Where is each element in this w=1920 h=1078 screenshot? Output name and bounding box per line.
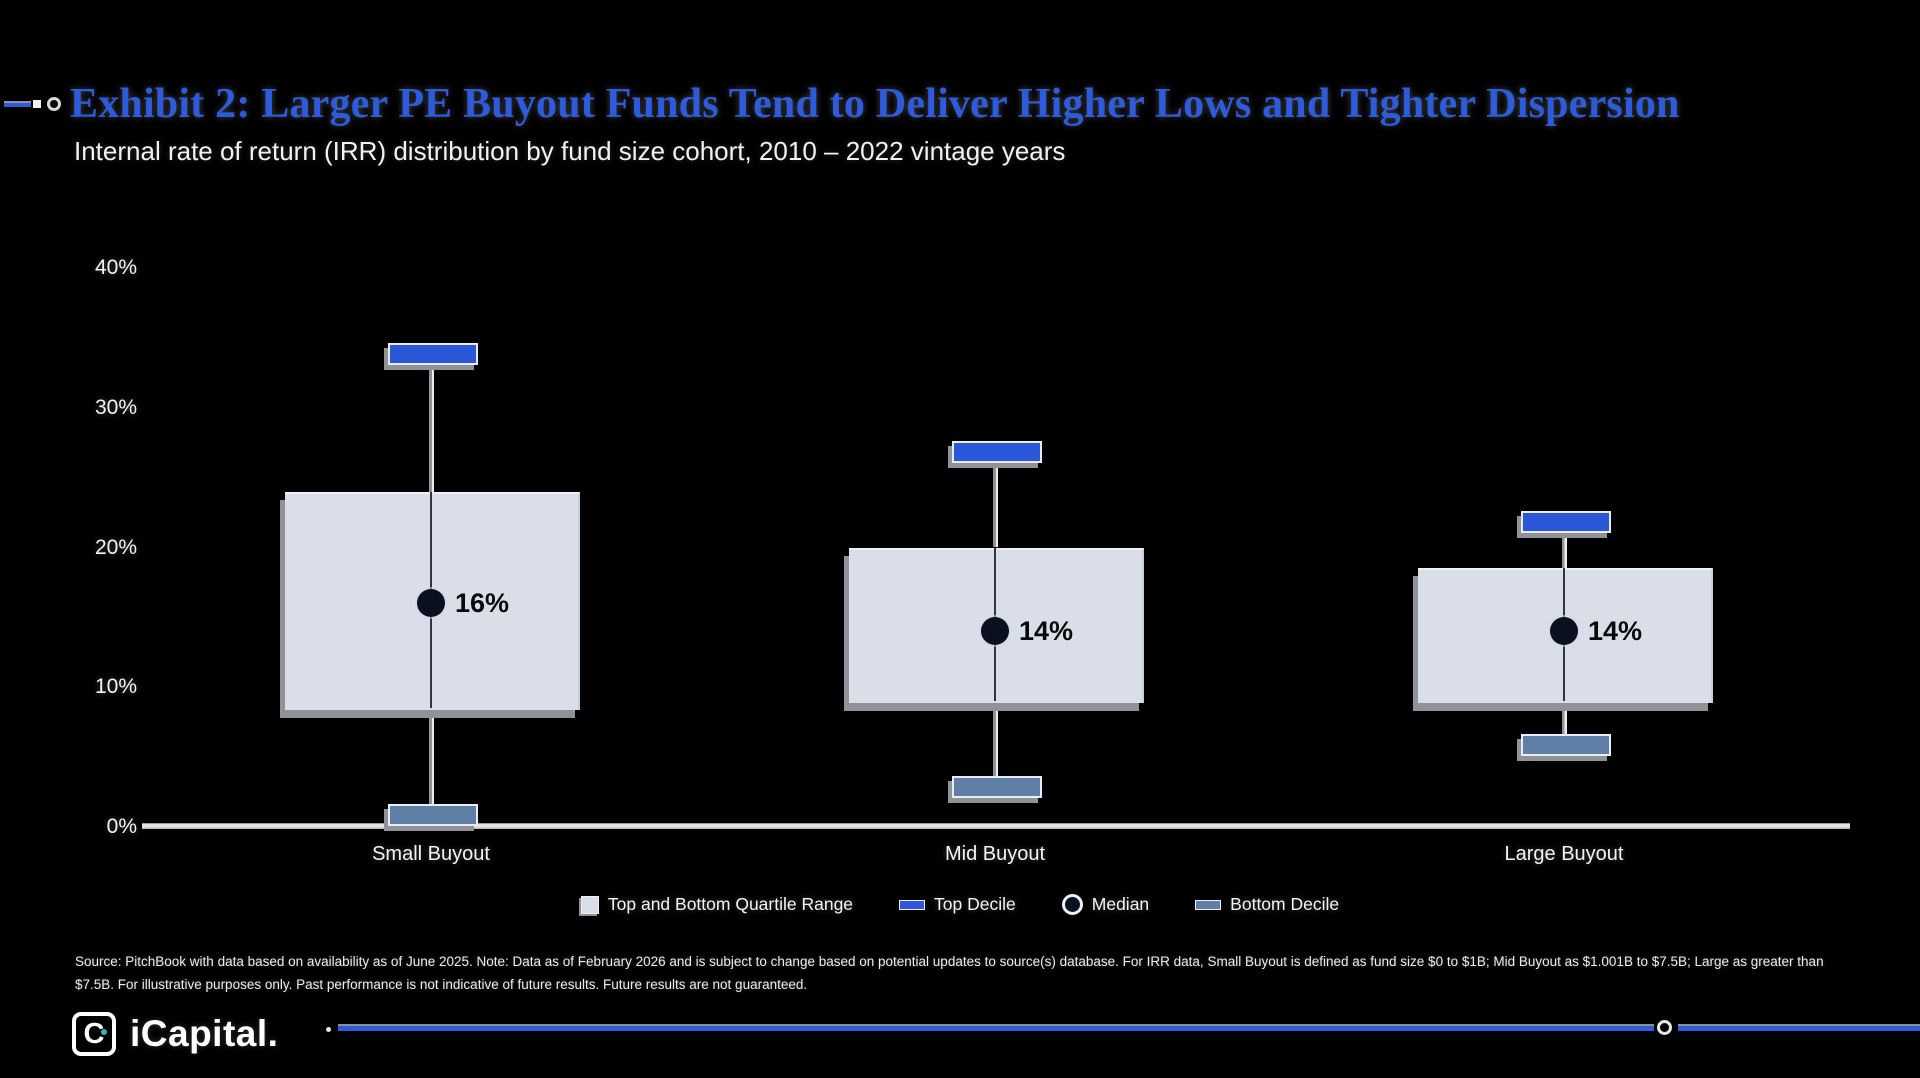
bottom-decile-bar xyxy=(952,776,1042,799)
header-decoration-square xyxy=(33,100,41,108)
y-axis-tick-label: 20% xyxy=(94,535,137,559)
top-decile-bar xyxy=(952,440,1042,463)
bottom-whisker xyxy=(428,708,434,814)
median-value-label: 14% xyxy=(1019,616,1074,647)
category-label: Small Buyout xyxy=(372,843,490,865)
category-label: Mid Buyout xyxy=(944,843,1046,865)
legend-label: Top and Bottom Quartile Range xyxy=(607,894,854,914)
top-whisker xyxy=(428,351,434,492)
top-whisker xyxy=(1561,519,1567,569)
median-dot xyxy=(1550,617,1578,646)
legend-item-quartile-range: Top and Bottom Quartile Range xyxy=(580,894,854,915)
exhibit-subtitle: Internal rate of return (IRR) distributi… xyxy=(74,136,1066,166)
quartile-range-swatch-icon xyxy=(580,895,599,914)
y-axis-tick-label: 10% xyxy=(94,675,137,699)
x-axis-line xyxy=(142,823,1850,829)
legend-label: Top Decile xyxy=(934,894,1016,914)
top-decile-swatch-icon xyxy=(899,899,926,910)
footer-decoration-line-right xyxy=(1678,1024,1920,1031)
top-decile-bar xyxy=(1521,510,1611,533)
logo-teal-dot-icon xyxy=(101,1029,107,1035)
bottom-whisker xyxy=(1561,701,1567,744)
legend-item-bottom-decile: Bottom Decile xyxy=(1195,894,1339,915)
top-decile-bar xyxy=(388,342,478,365)
logo-letter: C xyxy=(83,1017,105,1050)
y-axis-tick-label: 40% xyxy=(94,256,137,279)
chart-legend: Top and Bottom Quartile Range Top Decile… xyxy=(0,894,1920,915)
median-value-label: 14% xyxy=(1588,616,1643,647)
footer-decoration-ring xyxy=(1657,1020,1672,1035)
median-dot xyxy=(981,617,1009,646)
y-axis-tick-label: 0% xyxy=(106,815,137,838)
bottom-decile-bar xyxy=(388,804,478,827)
median-dot xyxy=(417,589,445,618)
legend-label: Median xyxy=(1091,894,1150,914)
header-decoration-line xyxy=(4,101,31,107)
source-note: Source: PitchBook with data based on ava… xyxy=(75,954,1824,992)
icapital-logo-icon: C xyxy=(72,1012,116,1056)
top-whisker xyxy=(992,449,998,548)
header-decoration-dot xyxy=(47,97,61,111)
footer-decoration-line-left xyxy=(338,1024,1654,1031)
footer-decoration-dot xyxy=(326,1027,331,1032)
y-axis-tick-label: 30% xyxy=(94,395,137,419)
bottom-whisker xyxy=(992,701,998,786)
icapital-logo-text: iCapital. xyxy=(130,1013,279,1054)
bottom-decile-bar xyxy=(1521,734,1611,757)
legend-item-top-decile: Top Decile xyxy=(899,894,1016,915)
bottom-decile-swatch-icon xyxy=(1195,899,1222,910)
median-swatch-icon xyxy=(1061,894,1083,915)
median-value-label: 16% xyxy=(455,588,510,619)
legend-label: Bottom Decile xyxy=(1230,894,1340,914)
category-label: Large Buyout xyxy=(1504,843,1624,865)
legend-item-median: Median xyxy=(1061,894,1150,915)
exhibit-title: Exhibit 2: Larger PE Buyout Funds Tend t… xyxy=(70,81,1680,127)
